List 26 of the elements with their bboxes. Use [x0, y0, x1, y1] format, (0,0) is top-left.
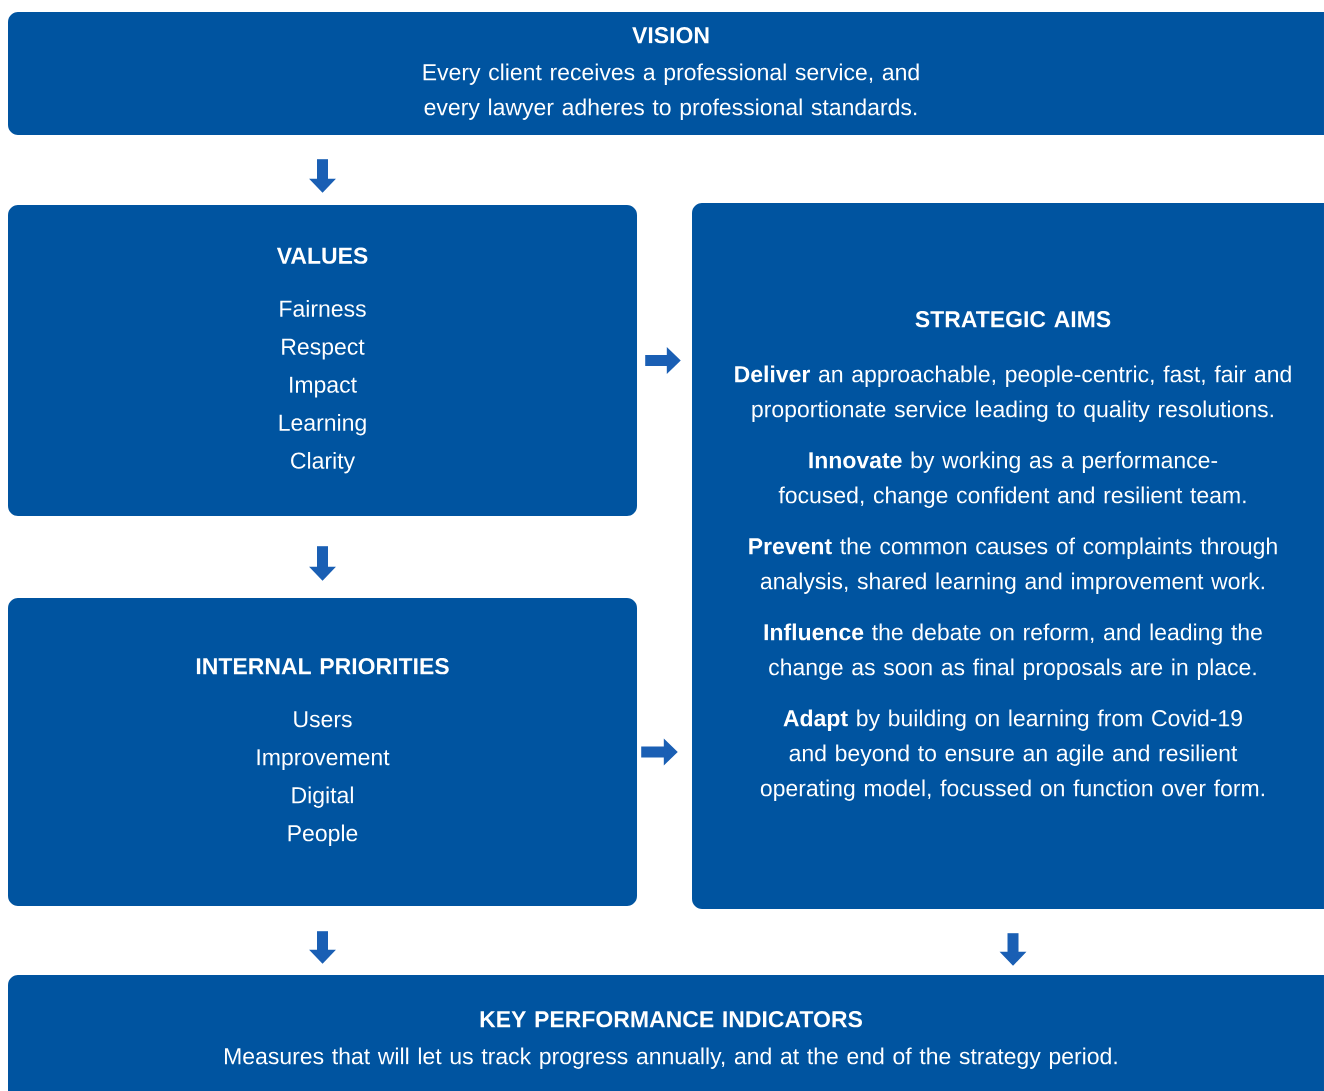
- aims-panel: [692, 203, 1324, 909]
- box-heading: INTERNAL PRIORITIES: [196, 658, 449, 675]
- kpi-banner: [8, 975, 1324, 1091]
- list-item: Users: [294, 711, 352, 728]
- list-item: Impact: [290, 376, 357, 398]
- box-heading: STRATEGIC AIMS: [915, 311, 1111, 328]
- vision-statement: Every client receives a professional service, and every lawyer adheres to professional standards.: [423, 63, 919, 120]
- values-panel: [8, 205, 637, 516]
- aim-paragraph: Deliver an approachable, people-centric, fast, fair and proportionate service leading to quality resolutions.: [735, 365, 1291, 422]
- list-item: Fairness: [280, 299, 366, 317]
- priorities-panel: [8, 598, 637, 906]
- aim-paragraph: Influence the debate on reform, and leading the change as soon as final proposals are in place.: [764, 623, 1262, 680]
- vision-banner: [8, 12, 1324, 135]
- aim-paragraph: Prevent the common causes of complaints through analysis, shared learning and improvement work.: [749, 537, 1277, 594]
- box-heading: VALUES: [276, 247, 368, 264]
- aim-paragraph: Innovate by working as a performance-focused, change confident and resilient team.: [778, 451, 1246, 508]
- list-item: Clarity: [291, 451, 356, 474]
- box-heading: KEY PERFORMANCE INDICATORS: [480, 1011, 862, 1028]
- list-item: Learning: [279, 413, 366, 436]
- list-item: Improvement: [257, 749, 390, 770]
- aim-paragraph: Adapt by building on learning from Covid-19 and beyond to ensure an agile and resilient operating model, focussed on function over form.: [760, 709, 1264, 801]
- list-item: People: [288, 824, 358, 846]
- box-heading: VISION: [632, 27, 709, 44]
- list-item: Digital: [292, 786, 353, 808]
- list-item: Respect: [282, 338, 365, 360]
- kpi-statement: Measures that will let us track progress annually, and at the end of the strategy period.: [225, 1047, 1117, 1069]
